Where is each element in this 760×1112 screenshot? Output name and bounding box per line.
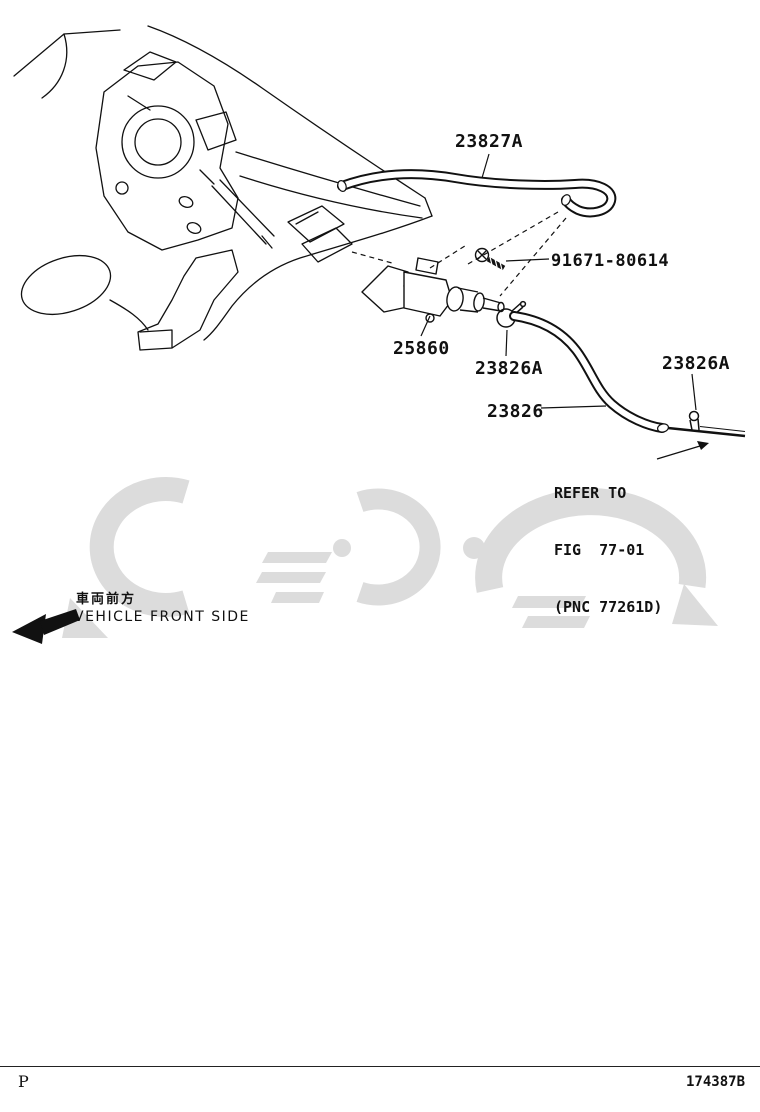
refer-note-line1: REFER TO (554, 484, 627, 502)
refer-note-line3: (PNC 77261D) (554, 598, 663, 616)
watermark-logo (62, 477, 718, 638)
refer-note: REFER TO FIG 77-01 (PNC 77261D) (554, 446, 662, 655)
front-side-label-en: VEHICLE FRONT SIDE (74, 609, 250, 625)
part-label-23826a-left: 23826A (475, 358, 544, 379)
vsv-valve-drawing (361, 257, 505, 323)
hose-23827a-drawing (337, 169, 617, 218)
footer-figure-number: 174387B (686, 1074, 746, 1090)
refer-arrowhead (697, 441, 709, 450)
part-label-23826: 23826 (487, 401, 544, 422)
footer-rule (0, 1066, 760, 1067)
part-label-91671-80614: 91671-80614 (551, 251, 670, 271)
engine-assembly-drawing (13, 25, 433, 351)
front-side-label-jp: 車両前方 (76, 592, 137, 607)
bolt-drawing (474, 247, 506, 271)
dashed-lines (351, 211, 567, 297)
clamp-right-drawing (688, 410, 700, 431)
refer-note-line2: FIG 77-01 (554, 541, 645, 559)
footer-page-code: P (18, 1072, 29, 1091)
vehicle-front-arrow (12, 609, 80, 644)
leader-lines (420, 153, 701, 460)
part-label-25860: 25860 (393, 338, 450, 359)
part-label-23827a: 23827A (455, 131, 524, 152)
hose-23826-drawing (509, 311, 746, 438)
part-label-23826a-right: 23826A (662, 353, 731, 374)
